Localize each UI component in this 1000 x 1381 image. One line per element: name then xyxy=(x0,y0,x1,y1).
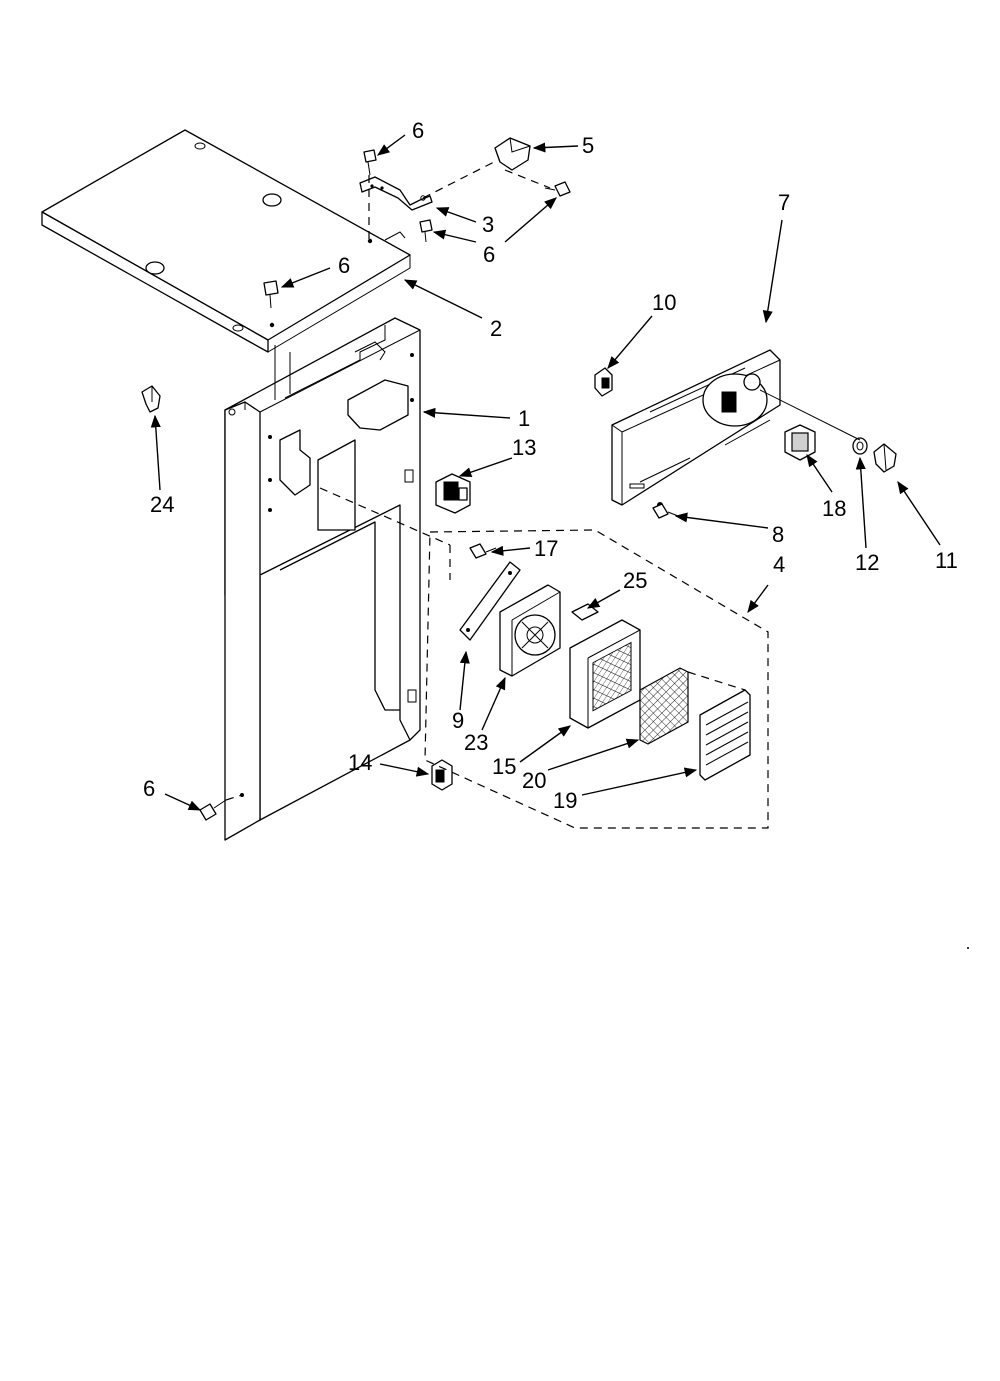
callout-5: 5 xyxy=(582,133,594,158)
clip-25 xyxy=(571,603,599,621)
callout-17: 17 xyxy=(534,536,558,561)
leader-lines xyxy=(150,134,941,811)
grille-19 xyxy=(699,689,751,781)
screw-6-right xyxy=(544,181,571,197)
callout-15: 15 xyxy=(492,754,516,779)
callout-6-mid: 6 xyxy=(483,242,495,267)
callout-3: 3 xyxy=(482,212,494,237)
screw-6-bottom xyxy=(199,794,243,821)
callout-18: 18 xyxy=(822,496,846,521)
callout-19: 19 xyxy=(553,788,577,813)
callout-14: 14 xyxy=(348,750,372,775)
callout-1: 1 xyxy=(518,406,530,431)
callout-4: 4 xyxy=(773,552,785,577)
fan-23 xyxy=(499,584,561,677)
filter-20 xyxy=(639,667,689,745)
callout-10: 10 xyxy=(652,290,676,315)
callout-23: 23 xyxy=(464,730,488,755)
screw-6-small xyxy=(419,219,433,243)
screw-6-panel xyxy=(263,280,279,309)
callout-6-top: 6 xyxy=(412,118,424,143)
callout-6-bottom: 6 xyxy=(143,776,155,801)
screw-6-top xyxy=(363,149,377,176)
callout-8: 8 xyxy=(772,522,784,547)
indicator-10 xyxy=(594,367,613,397)
callout-13: 13 xyxy=(512,435,536,460)
kit-boundary xyxy=(424,529,769,829)
callout-7: 7 xyxy=(778,190,790,215)
bracket-9 xyxy=(459,561,521,641)
control-panel xyxy=(611,349,781,508)
callout-24: 24 xyxy=(150,492,174,517)
screw-8 xyxy=(652,503,679,519)
screw-17 xyxy=(469,543,497,559)
callout-12: 12 xyxy=(855,550,879,575)
rocker-switch-13 xyxy=(435,473,471,514)
main-column xyxy=(224,317,421,841)
knob-11 xyxy=(873,443,897,473)
clip-24 xyxy=(141,385,161,413)
callout-25: 25 xyxy=(623,568,647,593)
callout-9: 9 xyxy=(452,708,464,733)
callout-2: 2 xyxy=(490,316,502,341)
switch-18 xyxy=(784,424,816,461)
frame-15 xyxy=(569,619,641,729)
callout-6-panel: 6 xyxy=(338,253,350,278)
switch-14 xyxy=(431,759,453,791)
callout-11: 11 xyxy=(935,548,958,573)
nut-12 xyxy=(852,437,868,455)
bracket-assembly xyxy=(359,137,551,245)
callout-20: 20 xyxy=(522,768,546,793)
top-panel xyxy=(41,129,411,353)
